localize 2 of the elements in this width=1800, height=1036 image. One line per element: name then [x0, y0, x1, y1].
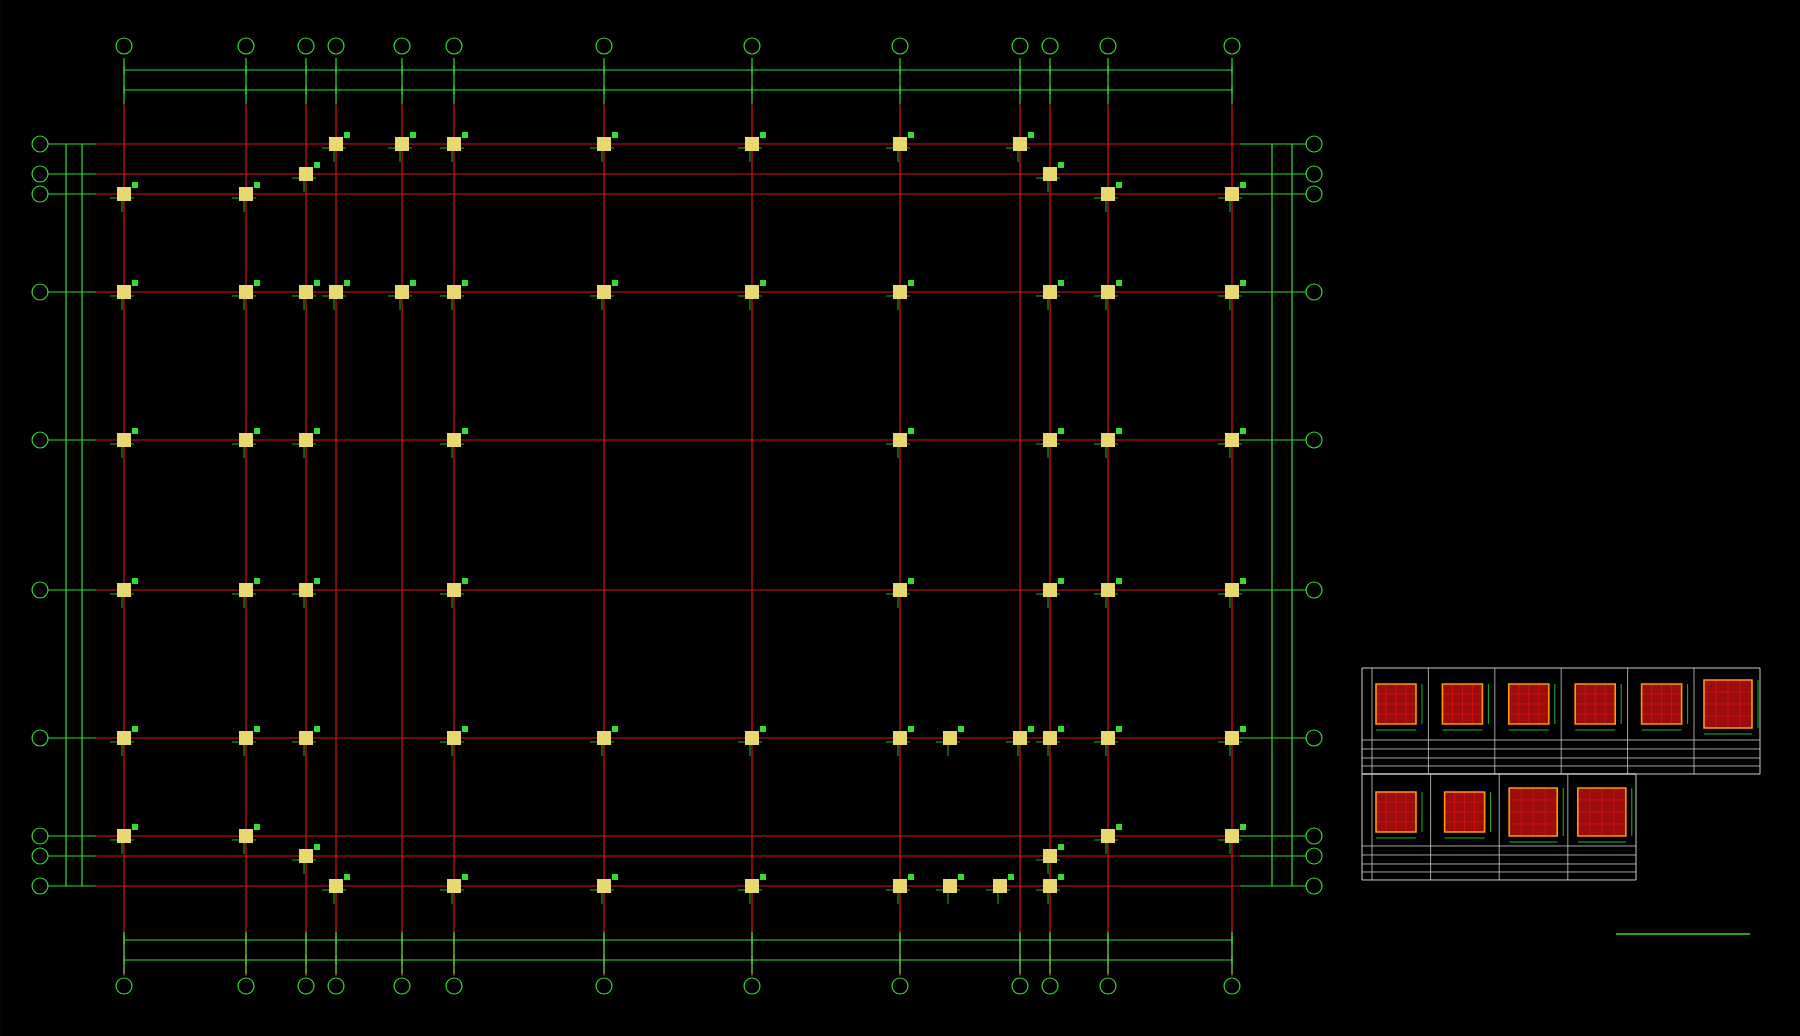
floor-plan-drawing — [31, 37, 1323, 995]
column-section-table-drawing — [1361, 667, 1761, 935]
